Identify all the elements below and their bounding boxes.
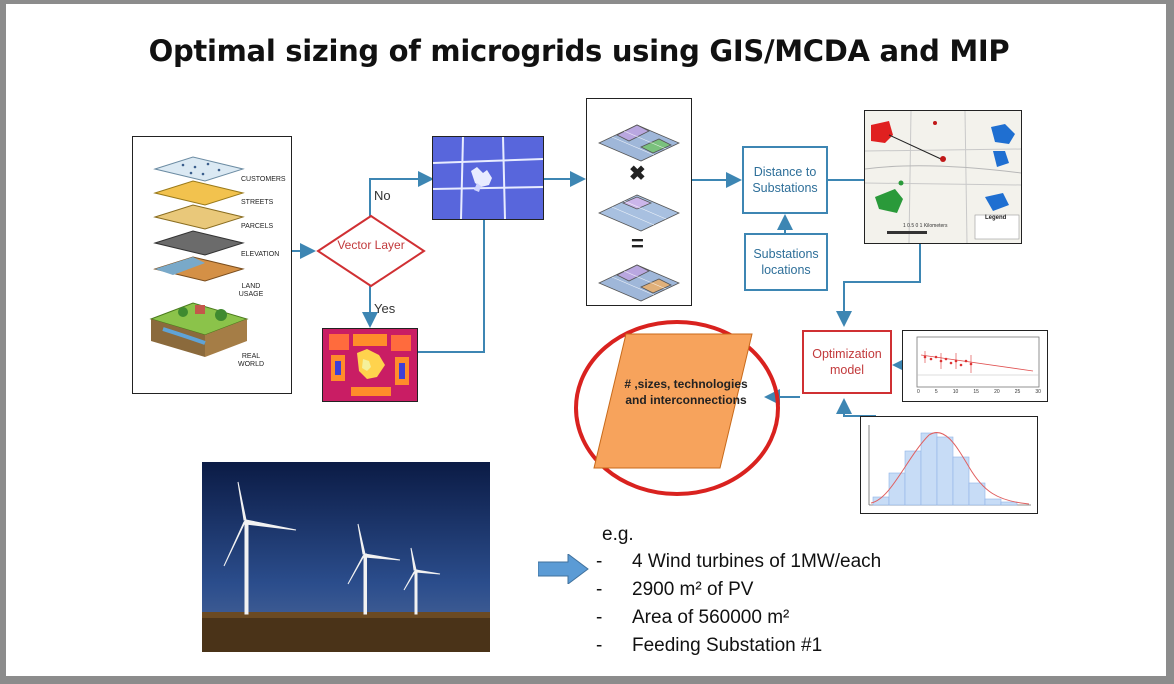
- optimization-model-node: Optimization model: [802, 330, 892, 394]
- substations-locations-node: Substations locations: [744, 233, 828, 291]
- multiply-operator: ✖: [629, 163, 646, 185]
- example-heading: e.g.: [602, 524, 634, 545]
- scatter-tick: 5: [934, 389, 938, 395]
- scatter-tick: 30: [1035, 389, 1041, 395]
- layer-label-parcels: PARCELS: [241, 223, 274, 230]
- equals-operator: =: [631, 231, 644, 256]
- layer-label-elevation: ELEVATION: [241, 251, 280, 258]
- example-item-text: 2900 m² of PV: [632, 579, 754, 600]
- raster-map-icon: [323, 329, 417, 401]
- page-title: Optimal sizing of microgrids using GIS/M…: [148, 34, 1010, 68]
- gis-layers-image: CUSTOMERS STREETS PARCELS ELEVATION LAND…: [132, 136, 292, 394]
- list-item: -4 Wind turbines of 1MW/each: [596, 551, 882, 572]
- slide: Optimal sizing of microgrids using GIS/M…: [6, 4, 1166, 676]
- raster-map-image: [322, 328, 418, 402]
- layer-label-land-usage: LAND USAGE: [238, 283, 264, 298]
- histogram-image: [860, 416, 1038, 514]
- branch-no-label: No: [374, 188, 391, 203]
- layer-label-real-world: REAL WORLD: [237, 353, 265, 368]
- example-list: -4 Wind turbines of 1MW/each -2900 m² of…: [596, 548, 881, 660]
- scatter-x-ticks: 0 5 10 15 20 25 30: [917, 389, 1041, 395]
- grid-overlay-icon: [598, 124, 680, 302]
- map-scale-bar: 1 0.5 0 1 Kilometers: [903, 223, 948, 229]
- decision-label: Vector Layer: [337, 238, 405, 252]
- vector-map-image: [432, 136, 544, 220]
- right-arrow-icon: [538, 554, 589, 584]
- vector-map-icon: [433, 137, 543, 219]
- grid-overlay-image: ✖ =: [586, 98, 692, 306]
- result-output-label: # ,sizes, technologies and interconnecti…: [624, 377, 748, 407]
- example-item-text: Feeding Substation #1: [632, 635, 823, 656]
- scatter-tick: 25: [1014, 389, 1021, 395]
- list-item: -Area of 560000 m²: [596, 607, 790, 628]
- layer-stack-icon: [149, 156, 249, 357]
- list-item: -Feeding Substation #1: [596, 635, 823, 656]
- branch-yes-label: Yes: [374, 301, 396, 316]
- scatter-tick: 0: [917, 389, 920, 395]
- map-legend-title: Legend: [985, 215, 1007, 221]
- scatter-tick: 20: [994, 389, 1000, 395]
- scatter-tick: 15: [973, 389, 979, 395]
- distance-to-substations-node: Distance to Substations: [742, 146, 828, 214]
- result-highlight: [574, 320, 780, 496]
- wind-turbine-photo: [202, 462, 490, 652]
- vector-layer-decision: [316, 214, 426, 288]
- gis-map-image: Legend 1 0.5 0 1 Kilometers: [864, 110, 1022, 244]
- flow-connectors: [292, 171, 921, 417]
- list-item: -2900 m² of PV: [596, 579, 754, 600]
- site-map-icon: [865, 111, 1021, 243]
- layer-label-customers: CUSTOMERS: [241, 176, 286, 183]
- scatter-plot-image: 0 5 10 15 20 25 30: [902, 330, 1048, 402]
- wind-turbines-icon: [202, 462, 490, 652]
- example-item-text: 4 Wind turbines of 1MW/each: [632, 551, 882, 572]
- layer-label-streets: STREETS: [241, 199, 274, 206]
- example-item-text: Area of 560000 m²: [632, 607, 790, 628]
- distribution-histogram-icon: [868, 425, 1031, 506]
- scatter-tick: 10: [952, 389, 959, 395]
- regression-scatter-icon: [916, 336, 1040, 388]
